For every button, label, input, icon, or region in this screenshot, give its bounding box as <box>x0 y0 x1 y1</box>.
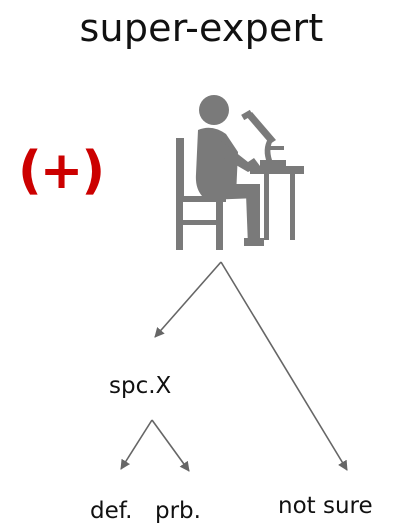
diagram-title: super-expert <box>79 6 324 50</box>
scientist-microscope-icon <box>162 88 308 250</box>
torso-shape <box>195 127 238 196</box>
table-leg-left <box>264 172 269 240</box>
microscope-eyepiece <box>241 109 253 121</box>
microscope-tube <box>246 112 276 144</box>
head-shape <box>199 95 229 125</box>
prb-label: prb. <box>155 498 201 524</box>
microscope-stage <box>266 146 284 150</box>
table-leg-right <box>290 172 295 240</box>
chair-rail <box>176 220 222 225</box>
plus-badge: (+) <box>18 141 105 201</box>
table-top <box>250 166 304 174</box>
spcx-label: spc.X <box>109 373 172 399</box>
leg-shape <box>246 194 260 246</box>
not-sure-label: not sure <box>278 493 373 519</box>
arrow-spcx-to-def <box>120 419 153 470</box>
microscope-base <box>260 160 286 166</box>
chair-back <box>176 138 184 200</box>
arm-shape <box>220 140 260 172</box>
arrow-root-to-not-sure <box>220 261 348 471</box>
arrow-root-to-spcx <box>154 261 222 338</box>
scientist-microscope-icon-graphic <box>176 95 304 250</box>
chair-seat <box>176 196 226 202</box>
def-label: def. <box>90 498 133 524</box>
foot-shape <box>244 238 264 246</box>
arrow-spcx-to-prb <box>151 419 190 472</box>
